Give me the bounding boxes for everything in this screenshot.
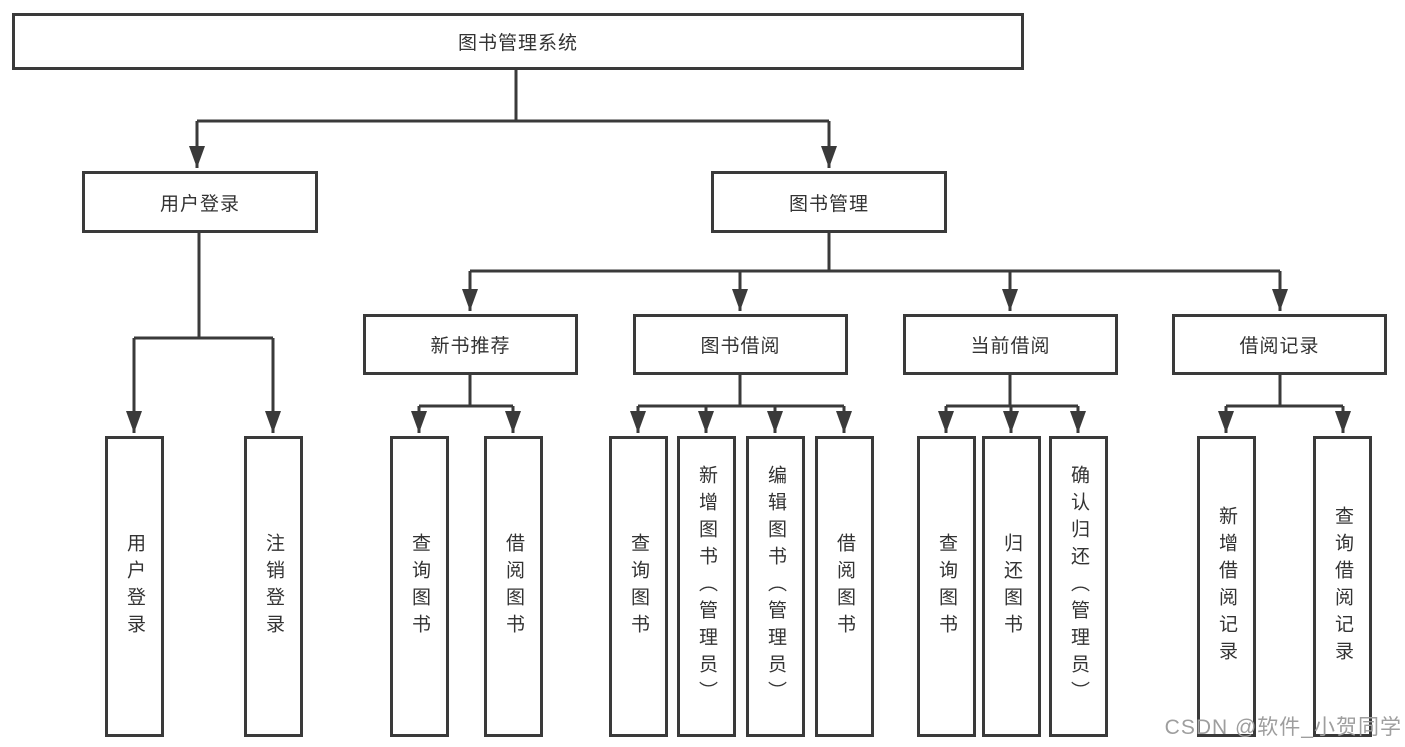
node-new-book-recommend: 新书推荐 [363,314,578,375]
node-library-system: 图书管理系统 [12,13,1024,70]
leaf-query-books-current: 查询图书 [917,436,976,737]
node-current-borrowing: 当前借阅 [903,314,1118,375]
node-user-login: 用户登录 [82,171,318,233]
leaf-user-login: 用户登录 [105,436,164,737]
leaf-add-books-admin: 新增图书（管理员） [677,436,736,737]
node-book-borrowing: 图书借阅 [633,314,848,375]
csdn-watermark: CSDN @软件_小贺同学 [1164,716,1402,739]
leaf-confirm-return-admin: 确认归还（管理员） [1049,436,1108,737]
leaf-query-books-recommend: 查询图书 [390,436,449,737]
node-book-management: 图书管理 [711,171,947,233]
leaf-logout: 注销登录 [244,436,303,737]
leaf-return-books: 归还图书 [982,436,1041,737]
leaf-query-books-borrowing: 查询图书 [609,436,668,737]
leaf-query-borrow-record: 查询借阅记录 [1313,436,1372,737]
leaf-borrow-books-recommend: 借阅图书 [484,436,543,737]
leaf-borrow-books: 借阅图书 [815,436,874,737]
leaf-add-borrow-record: 新增借阅记录 [1197,436,1256,737]
node-borrowing-records: 借阅记录 [1172,314,1387,375]
leaf-edit-books-admin: 编辑图书（管理员） [746,436,805,737]
